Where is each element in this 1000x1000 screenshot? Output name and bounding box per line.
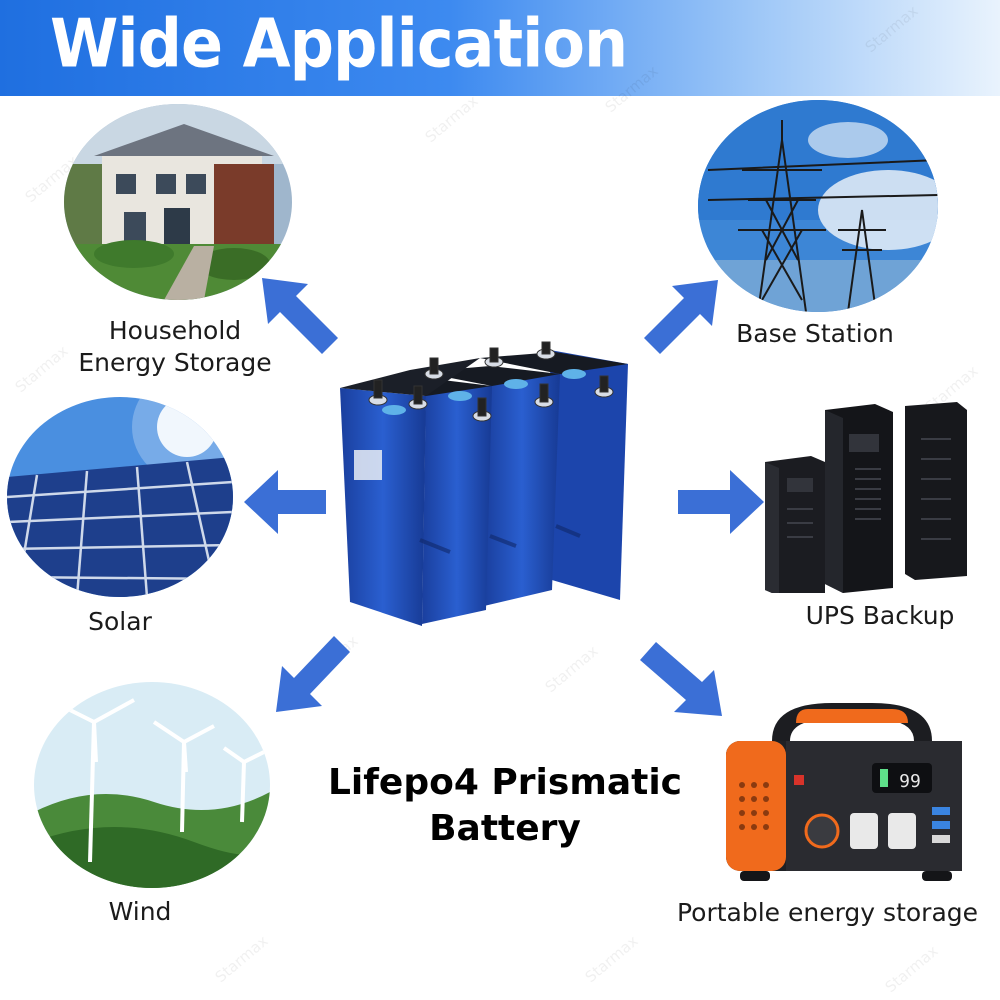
base-station-image — [698, 100, 938, 312]
label-solar: Solar — [88, 607, 152, 636]
label-household: Household Energy Storage — [78, 316, 272, 377]
label-wind: Wind — [108, 897, 172, 926]
portable-power-image: 99 — [726, 703, 962, 881]
label-ups: UPS Backup — [805, 601, 955, 630]
battery-image — [340, 341, 628, 626]
watermark: Starmax — [421, 91, 482, 147]
header-banner: Wide Application — [0, 0, 1000, 96]
product-title: Lifepo4 Prismatic Battery — [327, 762, 683, 849]
label-portable: Portable energy storage — [676, 898, 979, 927]
power-display: 99 — [899, 771, 921, 792]
arrow-to-ups-icon — [678, 470, 764, 534]
label-base-station: Base Station — [736, 319, 894, 348]
ups-image — [765, 402, 967, 593]
arrow-to-base-station-icon — [644, 280, 718, 354]
watermark: Starmax — [581, 931, 642, 987]
watermark: Starmax — [881, 941, 942, 997]
arrow-to-portable-icon — [640, 642, 722, 716]
household-image — [64, 104, 292, 300]
watermark: Starmax — [541, 641, 602, 697]
arrow-to-household-icon — [262, 278, 338, 354]
watermark: Starmax — [211, 931, 272, 987]
wind-image — [34, 682, 270, 888]
solar-image — [7, 397, 233, 597]
page-title: Wide Application — [50, 4, 628, 83]
arrow-to-wind-icon — [276, 636, 350, 712]
arrow-to-solar-icon — [244, 470, 326, 534]
